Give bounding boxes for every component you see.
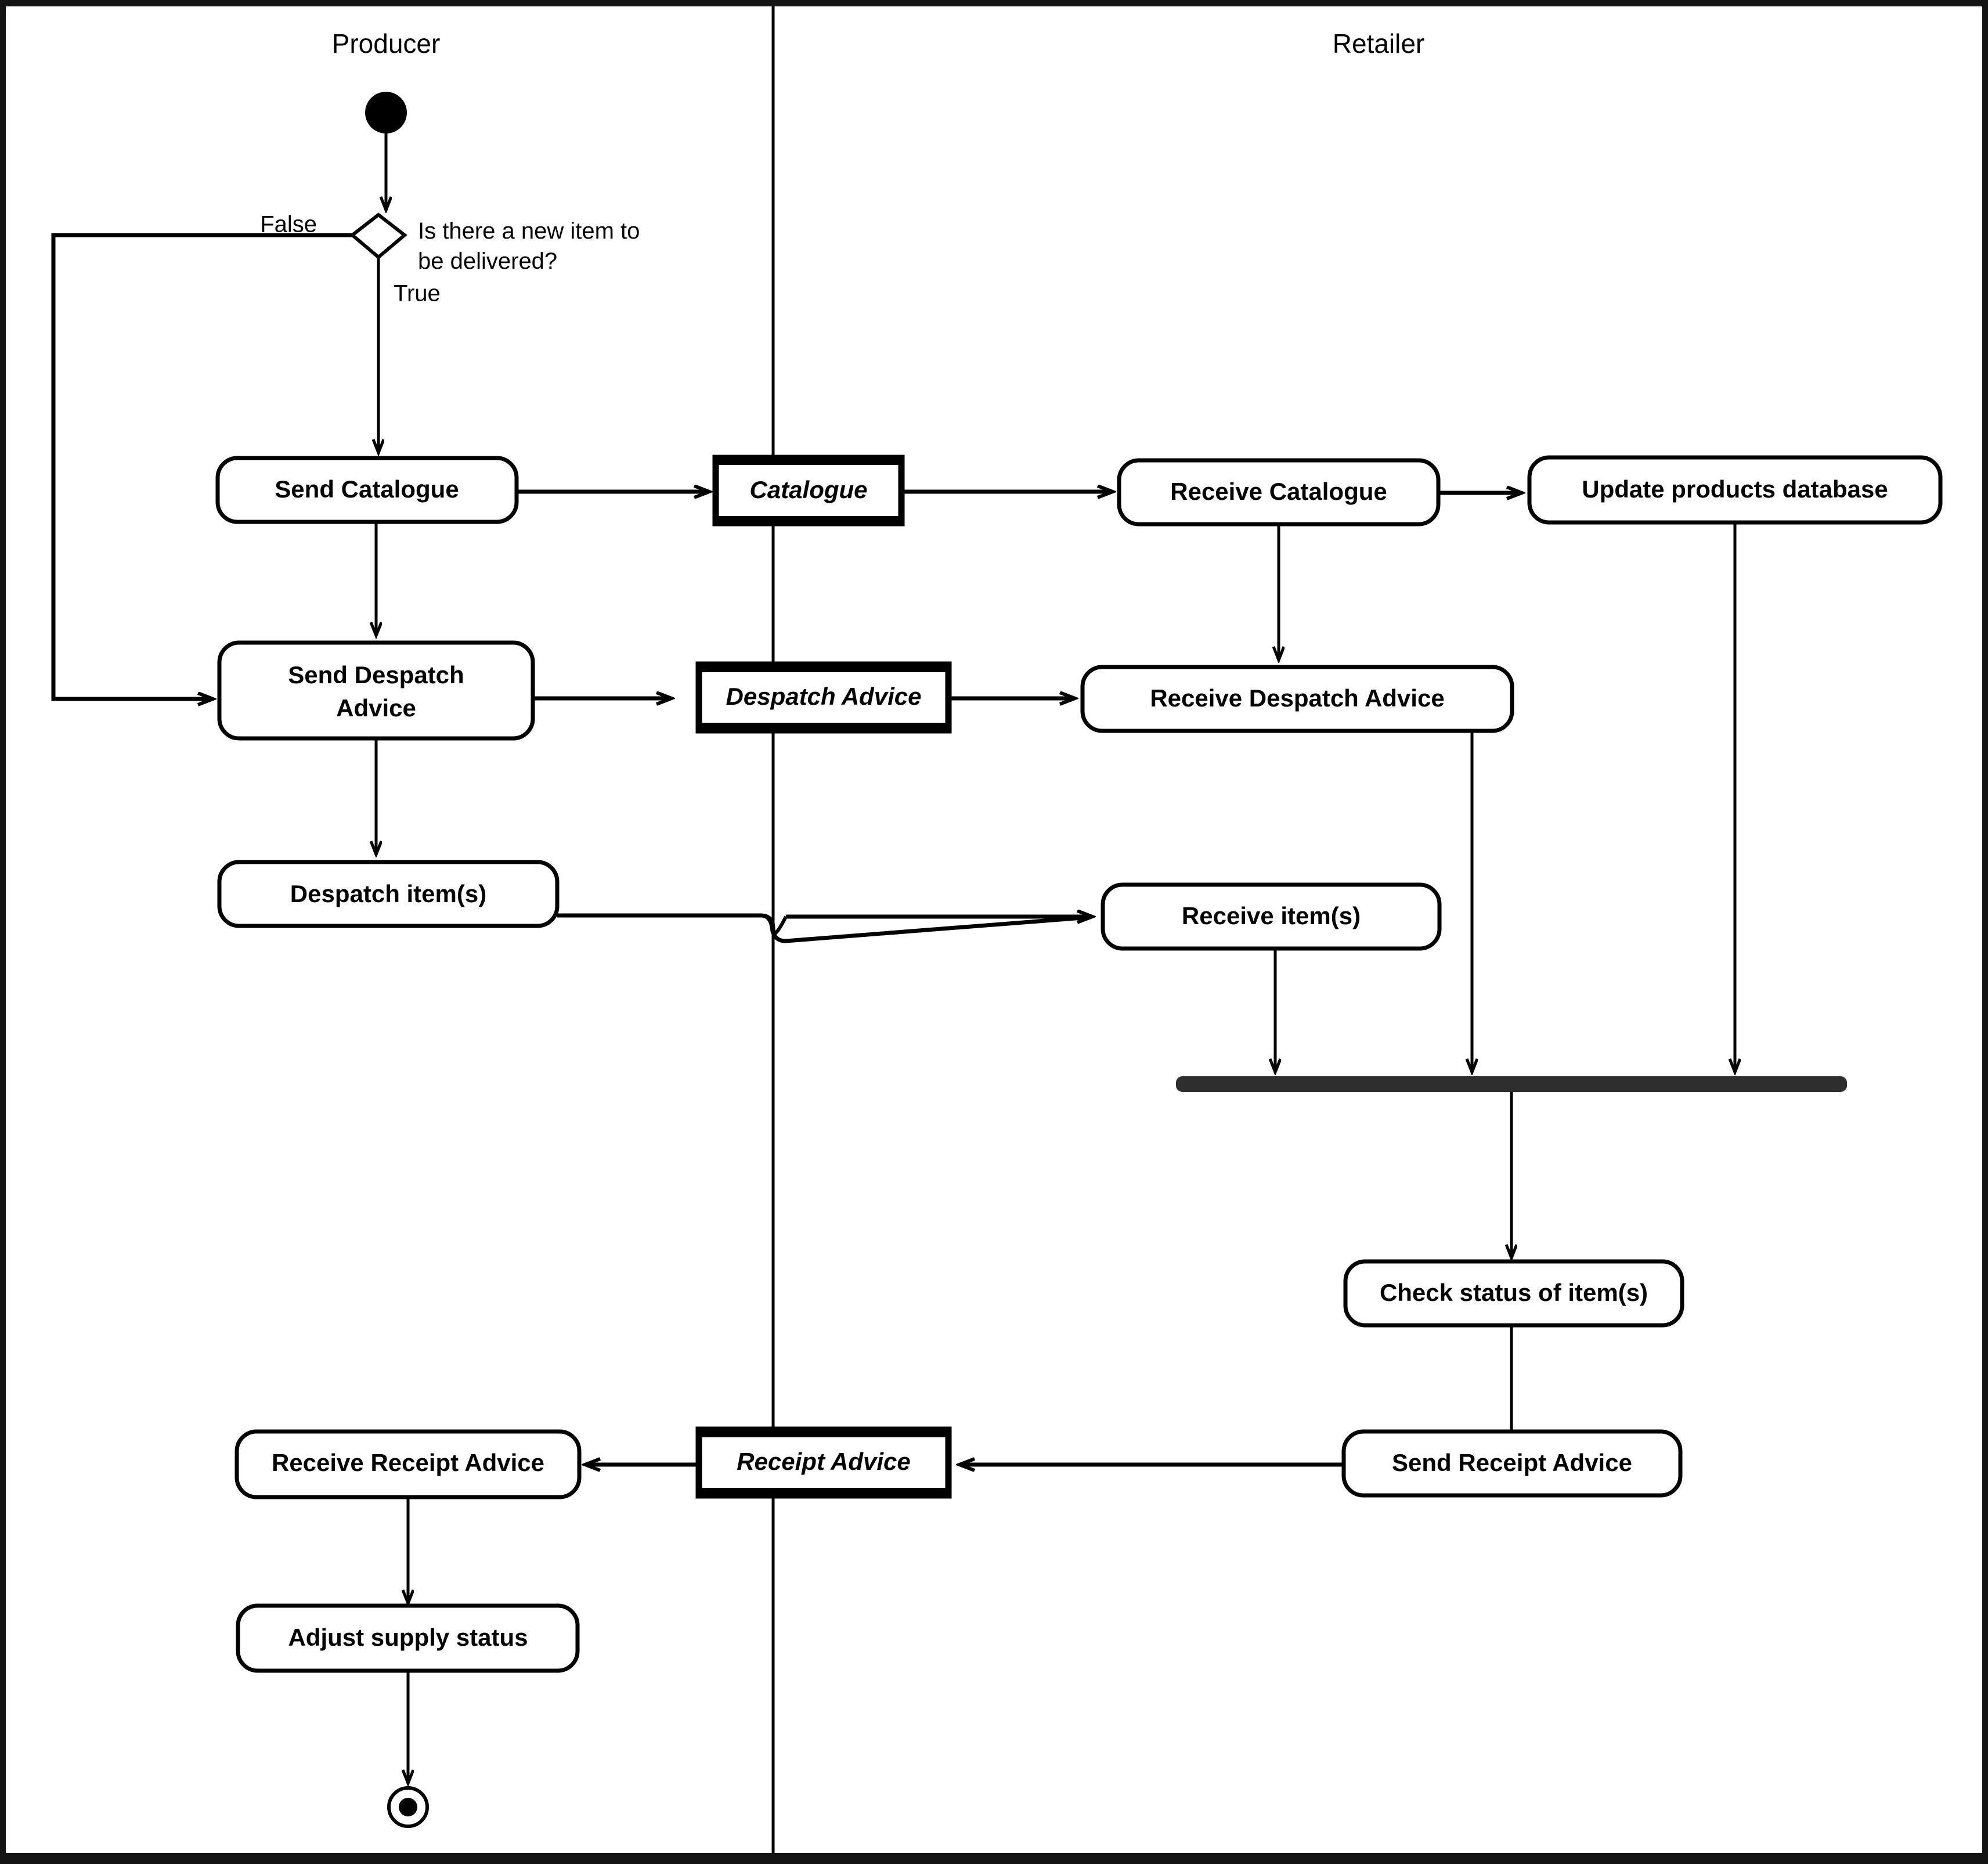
activity-receive-items-label: Receive item(s) xyxy=(1182,902,1361,929)
final-node-core xyxy=(399,1798,417,1816)
activity-adjust-supply-status-label: Adjust supply status xyxy=(288,1624,528,1651)
object-node-receipt-advice[interactable]: Receipt Advice xyxy=(695,1426,952,1499)
object-node-receipt-advice-top-edge xyxy=(699,1430,948,1437)
activity-despatch-items-label: Despatch item(s) xyxy=(290,880,486,907)
object-node-despatch-advice-bottom-edge xyxy=(699,723,948,730)
object-node-despatch-advice[interactable]: Despatch Advice xyxy=(695,661,952,734)
activity-receive-catalogue[interactable]: Receive Catalogue xyxy=(1117,458,1441,527)
activity-update-products-database-label: Update products database xyxy=(1582,475,1888,503)
object-node-catalogue-top-edge xyxy=(716,458,901,465)
activity-receive-receipt-advice[interactable]: Receive Receipt Advice xyxy=(234,1429,582,1499)
activity-send-catalogue-label: Send Catalogue xyxy=(275,475,459,503)
object-node-catalogue-bottom-edge xyxy=(716,516,901,523)
initial-node xyxy=(365,92,407,134)
activity-send-despatch-advice-label-line1: Send Despatch xyxy=(288,661,464,688)
activity-send-receipt-advice[interactable]: Send Receipt Advice xyxy=(1341,1429,1683,1498)
activity-receive-catalogue-label: Receive Catalogue xyxy=(1170,478,1387,505)
activity-check-status-of-items[interactable]: Check status of item(s) xyxy=(1343,1259,1684,1328)
object-node-catalogue-label: Catalogue xyxy=(749,476,867,503)
object-node-receipt-advice-bottom-edge xyxy=(699,1488,948,1495)
activity-receive-items-box[interactable] xyxy=(1101,882,1442,951)
flow-false-loop xyxy=(51,233,352,699)
lane-title-retailer: Retailer xyxy=(1333,28,1425,59)
activity-receive-despatch-advice[interactable]: Receive Despatch Advice xyxy=(1080,665,1514,733)
activity-adjust-supply-status[interactable]: Adjust supply status xyxy=(236,1603,580,1673)
activity-receive-items[interactable]: Receive item(s) xyxy=(1101,882,1442,951)
guard-label-true: True xyxy=(394,281,441,307)
activity-diagram-svg: Producer Retailer Is there a new item to… xyxy=(51,6,1943,1853)
object-node-despatch-advice-label: Despatch Advice xyxy=(726,683,922,710)
decision-node xyxy=(349,212,407,259)
activity-send-despatch-advice[interactable]: Send Despatch Advice xyxy=(217,640,535,741)
decision-condition-line2: be delivered? xyxy=(418,248,557,274)
flow-despatch-items-to-receive-items xyxy=(557,913,1083,943)
lane-title-producer: Producer xyxy=(332,28,441,59)
decision-condition-line1: Is there a new item to xyxy=(418,218,640,244)
activity-send-catalogue[interactable]: Send Catalogue xyxy=(215,456,519,524)
join-bar xyxy=(1176,1076,1847,1092)
object-node-catalogue-box[interactable] xyxy=(712,455,905,527)
object-node-receipt-advice-label: Receipt Advice xyxy=(737,1448,911,1475)
activity-update-products-database[interactable]: Update products database xyxy=(1527,455,1943,525)
activity-receive-receipt-advice-label: Receive Receipt Advice xyxy=(272,1449,544,1476)
activity-send-despatch-advice-label-line2: Advice xyxy=(336,694,416,722)
activity-check-status-of-items-label: Check status of item(s) xyxy=(1380,1279,1648,1306)
activity-send-despatch-advice-box[interactable] xyxy=(217,640,535,741)
activity-receive-despatch-advice-box[interactable] xyxy=(1080,665,1514,733)
final-node xyxy=(387,1786,429,1828)
line-hop-over-divider xyxy=(760,914,788,936)
diagram-canvas: Producer Retailer Is there a new item to… xyxy=(6,6,1982,1853)
activity-receive-despatch-advice-label: Receive Despatch Advice xyxy=(1150,684,1444,712)
activity-send-receipt-advice-label: Send Receipt Advice xyxy=(1392,1449,1632,1476)
activity-despatch-items-box[interactable] xyxy=(217,860,560,928)
guard-label-false: False xyxy=(260,212,317,237)
object-node-despatch-advice-top-edge xyxy=(699,665,948,672)
activity-check-status-of-items-box[interactable] xyxy=(1343,1259,1684,1328)
object-node-catalogue[interactable]: Catalogue xyxy=(712,455,905,527)
activity-despatch-items[interactable]: Despatch item(s) xyxy=(217,860,560,928)
